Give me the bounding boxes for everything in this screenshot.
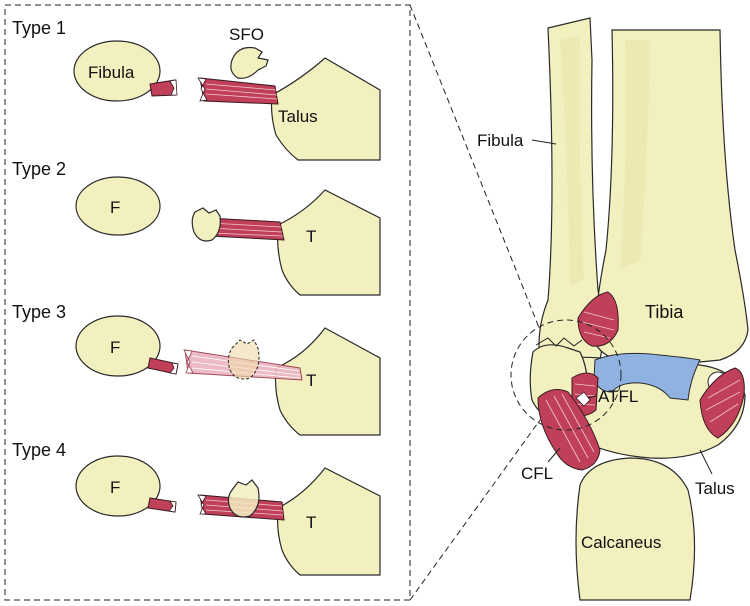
ankle-cfl-label: CFL — [521, 464, 553, 483]
type-1-ligament-tear — [197, 77, 208, 102]
type-2-talus — [276, 189, 381, 296]
type-2-sfo-fragment — [191, 207, 221, 242]
ankle-fibula-fracture-line — [535, 337, 583, 347]
type-2-group: Type 2 F T — [12, 159, 381, 296]
ankle-fibula-shade — [560, 35, 584, 285]
ankle-anatomy — [510, 17, 749, 601]
leader-talus — [699, 449, 713, 475]
type-3-talus-label: T — [306, 371, 316, 390]
type-2-talus-label: T — [306, 227, 316, 246]
ankle-talus-label: Talus — [695, 479, 735, 498]
sfo-label: SFO — [229, 25, 264, 44]
type-1-title: Type 1 — [12, 18, 66, 38]
type-1-ligament-fibers — [205, 83, 278, 100]
ankle-deltoid-ligament — [699, 367, 745, 439]
type-3-stub-tear — [169, 362, 179, 375]
ankle-cfl-fibers — [545, 393, 595, 463]
type-3-fibula-label: F — [110, 338, 120, 357]
types-panel-frame — [4, 4, 411, 601]
ankle-atfl-label: ATFL — [598, 387, 638, 406]
ankle-tibia-shade — [620, 40, 650, 270]
type-2-ligament-fibers — [209, 222, 284, 237]
type-4-stub-tear — [168, 500, 177, 513]
zoom-line-top — [409, 4, 541, 331]
type-1-stub-tear — [169, 79, 178, 96]
type-4-fibula-label: F — [110, 478, 120, 497]
ankle-calcaneus — [575, 457, 696, 601]
type-3-title: Type 3 — [12, 302, 66, 322]
type-4-fibula — [75, 455, 161, 517]
type-2-fibula-label: F — [110, 198, 120, 217]
type-2-fibula — [75, 176, 161, 236]
type-4-talus-label: T — [306, 513, 316, 532]
type-1-fibula — [73, 40, 161, 102]
zoom-line-bottom — [409, 419, 541, 601]
type-3-ligament-tear — [183, 349, 194, 374]
leader-cfl — [547, 447, 561, 463]
type-1-fibula-label: Fibula — [88, 63, 135, 82]
ankle-zoom-circle — [510, 319, 622, 431]
type-1-talus — [270, 57, 381, 161]
type-3-group: Type 3 F T — [12, 302, 381, 436]
type-4-ligament-tear — [197, 494, 207, 515]
type-1-ligament — [199, 77, 279, 105]
type-4-title: Type 4 — [12, 440, 66, 460]
ankle-tibia-label: Tibia — [645, 302, 684, 322]
leader-atfl — [587, 395, 597, 399]
type-4-group: Type 4 F T — [12, 440, 381, 576]
type-3-talus — [274, 327, 381, 436]
ankle-calcaneus-label: Calcaneus — [581, 533, 661, 552]
type-1-sfo-fragment — [230, 46, 269, 79]
type-4-talus — [276, 467, 381, 576]
leader-fibula — [531, 139, 557, 145]
ankle-deltoid-fibers — [705, 379, 741, 423]
type-3-fibula — [75, 315, 161, 377]
ankle-fibula-label: Fibula — [477, 131, 524, 150]
type-2-title: Type 2 — [12, 159, 66, 179]
type-3-sfo-fragment-outline — [227, 339, 260, 380]
type-4-sfo-fragment — [227, 479, 260, 518]
type-1-group: Type 1 Fibula SFO Talus — [12, 18, 381, 161]
ankle-atfl-tear — [575, 391, 591, 407]
type-1-talus-label: Talus — [278, 107, 318, 126]
